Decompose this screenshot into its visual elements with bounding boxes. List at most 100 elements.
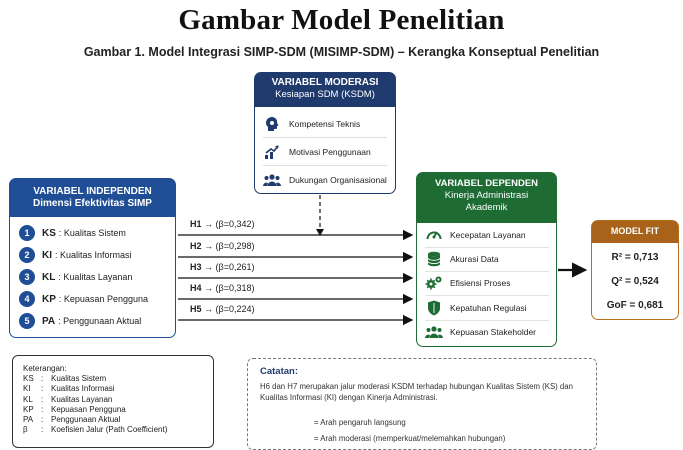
model-fit-title: MODEL FIT <box>592 221 678 243</box>
legend-row: KS: Kualitas Sistem <box>23 374 107 383</box>
legend-key: KP <box>23 404 34 414</box>
legend-title: Keterangan: <box>23 364 67 373</box>
legend-row: PA: Penggunaan Aktual <box>23 415 121 425</box>
dependent-item-label: Kepatuhan Regulasi <box>450 303 527 313</box>
dependent-header: VARIABEL DEPENDEN Kinerja Administrasi A… <box>417 173 556 223</box>
dependent-item-label: Kepuasan Stakeholder <box>450 327 537 337</box>
variable-label: : Kualitas Sistem <box>58 228 126 238</box>
variable-label: : Penggunaan Aktual <box>58 316 142 326</box>
dependent-item-label: Efisiensi Proses <box>450 278 511 288</box>
legend-row: KI: Kualitas Informasi <box>23 384 115 394</box>
legend-key: β <box>23 425 28 435</box>
legend-row: KL: Kualitas Layanan <box>23 394 113 404</box>
legend-row: KP: Kepuasan Pengguna <box>23 404 126 414</box>
model-fit-box: MODEL FIT R² = 0,713 Q² = 0,524 GoF = 0,… <box>591 220 679 320</box>
divider <box>425 271 549 272</box>
moderator-header: VARIABEL MODERASI Kesiapan SDM (KSDM) <box>255 73 395 107</box>
divider <box>425 247 549 248</box>
legend-value: Kualitas Sistem <box>51 374 107 383</box>
path-label-h5: H5 → (β=0,224) <box>190 304 254 314</box>
number-badge: 2 <box>19 247 35 263</box>
path-label-h2: H2 → (β=0,298) <box>190 241 254 251</box>
number-badge: 5 <box>19 313 35 329</box>
dependent-item: Kecepatan Layanan <box>425 225 526 245</box>
dependent-subtitle-line1: Kinerja Administrasi <box>444 190 529 201</box>
dependent-item: Efisiensi Proses <box>425 273 510 293</box>
variable-code: KS <box>42 227 56 239</box>
path-coefficient: → (β=0,261) <box>204 262 255 272</box>
dependent-item-label: Akurasi Data <box>450 254 499 264</box>
path-coefficient: → (β=0,224) <box>204 304 255 314</box>
divider <box>263 137 387 138</box>
legend-key: KI <box>23 384 31 394</box>
head-gear-icon <box>263 116 281 132</box>
legend-row: β: Koefisien Jalur (Path Coefficient) <box>23 425 168 435</box>
legend-value: Kualitas Informasi <box>51 384 115 394</box>
path-label-h3: H3 → (β=0,261) <box>190 262 254 272</box>
hypothesis-code: H4 <box>190 283 202 293</box>
shield-icon <box>425 299 443 317</box>
independent-item: 1 KS : Kualitas Sistem <box>19 224 126 242</box>
legend-value: Penggunaan Aktual <box>51 415 121 425</box>
moderator-title: VARIABEL MODERASI <box>271 77 379 88</box>
legend-box: Keterangan: KS: Kualitas Sistem KI: Kual… <box>12 355 214 448</box>
moderator-item-label: Motivasi Penggunaan <box>289 147 371 157</box>
dependent-title: VARIABEL DEPENDEN <box>434 178 539 189</box>
moderator-subtitle: Kesiapan SDM (KSDM) <box>275 89 375 100</box>
speedometer-icon <box>425 226 443 244</box>
number-badge: 3 <box>19 269 35 285</box>
dependent-item-label: Kecepatan Layanan <box>450 230 526 240</box>
database-icon <box>425 250 443 268</box>
hypothesis-code: H5 <box>190 304 202 314</box>
variable-code: PA <box>42 315 56 327</box>
dependent-item: Kepuasan Stakeholder <box>425 322 536 342</box>
path-coefficient: → (β=0,298) <box>204 241 255 251</box>
variable-label: : Kepuasan Pengguna <box>58 294 148 304</box>
hypothesis-code: H2 <box>190 241 202 251</box>
hypothesis-code: H3 <box>190 262 202 272</box>
page-title: Gambar Model Penelitian <box>178 4 505 36</box>
path-label-h1: H1 → (β=0,342) <box>190 219 254 229</box>
independent-item: 4 KP : Kepuasan Pengguna <box>19 290 148 308</box>
independent-item: 5 PA : Penggunaan Aktual <box>19 312 141 330</box>
gears-icon <box>425 274 443 292</box>
variable-code: KL <box>42 271 56 283</box>
variable-label: : Kualitas Informasi <box>55 250 132 260</box>
divider <box>425 320 549 321</box>
number-badge: 1 <box>19 225 35 241</box>
path-coefficient: → (β=0,342) <box>204 219 255 229</box>
variable-code: KI <box>42 249 52 261</box>
dependent-item: Akurasi Data <box>425 249 499 269</box>
solid-arrow-legend-label: = Arah pengaruh langsung <box>314 418 406 427</box>
figure-title: Gambar 1. Model Integrasi SIMP-SDM (MISI… <box>83 45 600 59</box>
independent-title: VARIABEL INDEPENDEN <box>33 186 152 197</box>
independent-subtitle: Dimensi Efektivitas SIMP <box>33 198 152 209</box>
path-label-h4: H4 → (β=0,318) <box>190 283 254 293</box>
notes-title: Catatan: <box>260 366 299 377</box>
variable-code: KP <box>42 293 56 305</box>
variable-label: : Kualitas Layanan <box>58 272 133 282</box>
moderator-item-label: Kompetensi Teknis <box>289 119 361 129</box>
number-badge: 4 <box>19 291 35 307</box>
moderator-box: VARIABEL MODERASI Kesiapan SDM (KSDM) Ko… <box>254 72 396 194</box>
notes-box: Catatan: H6 dan H7 merupakan jalur moder… <box>247 358 597 450</box>
legend-key: KS <box>23 374 34 383</box>
moderator-item: Kompetensi Teknis <box>263 113 360 135</box>
legend-value: Kualitas Layanan <box>51 394 113 404</box>
notes-text: H6 dan H7 merupakan jalur moderasi KSDM … <box>260 382 573 402</box>
independent-box: VARIABEL INDEPENDEN Dimensi Efektivitas … <box>9 178 176 338</box>
model-fit-q2: Q² = 0,524 <box>611 276 659 287</box>
model-fit-gof: GoF = 0,681 <box>606 300 664 311</box>
legend-key: PA <box>23 415 34 425</box>
independent-item: 2 KI : Kualitas Informasi <box>19 246 132 264</box>
divider <box>425 295 549 296</box>
model-fit-r2: R² = 0,713 <box>611 252 659 263</box>
people-group-icon <box>425 323 443 341</box>
moderator-item: Motivasi Penggunaan <box>263 141 371 163</box>
independent-header: VARIABEL INDEPENDEN Dimensi Efektivitas … <box>10 179 175 217</box>
legend-value: Koefisien Jalur (Path Coefficient) <box>51 425 168 435</box>
hypothesis-code: H1 <box>190 219 202 229</box>
legend-key: KL <box>23 394 33 404</box>
growth-chart-icon <box>263 144 281 160</box>
moderator-item-label: Dukungan Organisasional <box>289 175 387 185</box>
